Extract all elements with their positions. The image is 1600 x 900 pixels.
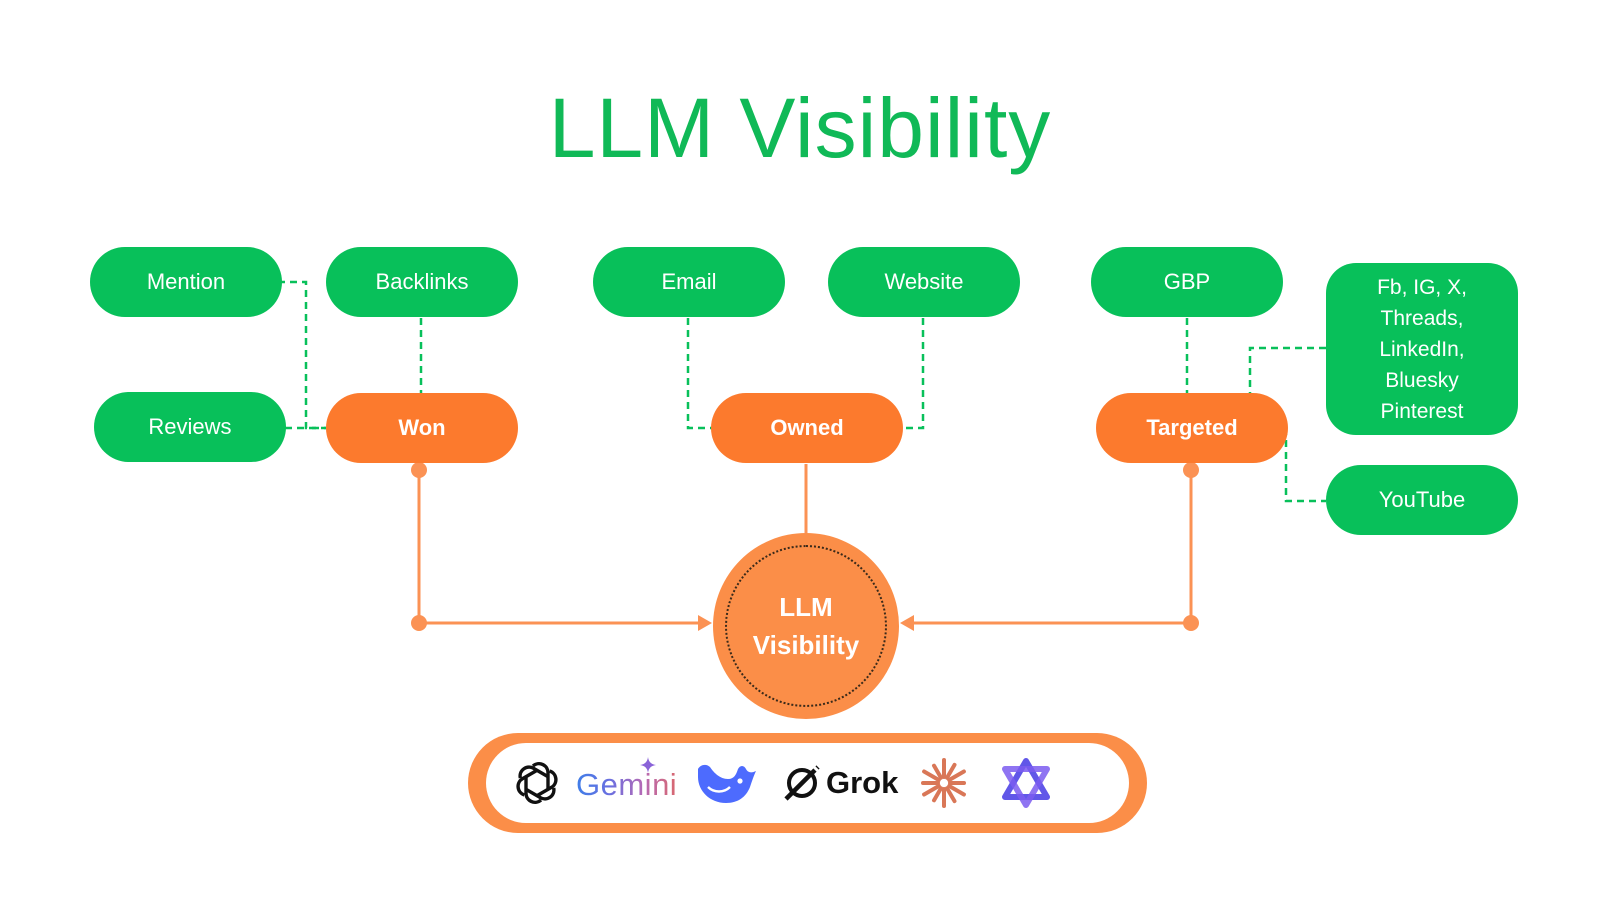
llm-logo-bar: Gemini Grok — [468, 733, 1147, 833]
source-pill-backlinks: Backlinks — [326, 247, 518, 317]
connector-email-owned — [686, 318, 712, 430]
source-pill-reviews: Reviews — [94, 392, 286, 462]
source-pill-email: Email — [593, 247, 785, 317]
channel-pill-owned: Owned — [711, 393, 903, 463]
arrow-head-left — [698, 615, 712, 631]
grok-logo: Grok — [782, 757, 898, 809]
source-pill-social-networks: Fb, IG, X, Threads, LinkedIn, Bluesky Pi… — [1326, 263, 1518, 435]
arrow-head-right — [900, 615, 914, 631]
grok-icon — [784, 764, 822, 801]
gemini-logo: Gemini — [576, 757, 686, 809]
openai-icon — [516, 762, 558, 804]
connector-dot — [411, 615, 427, 631]
llm-visibility-hub: LLM Visibility — [713, 533, 899, 719]
connector-dot — [1183, 462, 1199, 478]
connector-dot — [411, 462, 427, 478]
grok-wordmark: Grok — [826, 765, 899, 800]
connector-targeted-center — [904, 470, 1193, 625]
channel-pill-won: Won — [326, 393, 518, 463]
connector-website-owned — [902, 318, 925, 430]
connector-mention-won — [278, 280, 326, 430]
source-pill-gbp: GBP — [1091, 247, 1283, 317]
deepseek-icon — [698, 764, 756, 803]
connector-won-center — [417, 470, 708, 625]
llm-visibility-hub-label: LLM Visibility — [725, 545, 887, 707]
source-pill-mention: Mention — [90, 247, 282, 317]
source-pill-youtube: YouTube — [1326, 465, 1518, 535]
claude-icon — [921, 758, 966, 808]
page-title: LLM Visibility — [548, 81, 1052, 175]
connector-youtube-targeted — [1284, 428, 1326, 503]
connector-social-targeted — [1248, 346, 1326, 394]
gemini-wordmark: Gemini — [576, 767, 678, 802]
connector-dot — [1183, 615, 1199, 631]
source-pill-website: Website — [828, 247, 1020, 317]
channel-pill-targeted: Targeted — [1096, 393, 1288, 463]
qwen-icon — [1002, 758, 1050, 808]
gemini-sparkle-icon — [640, 757, 656, 773]
